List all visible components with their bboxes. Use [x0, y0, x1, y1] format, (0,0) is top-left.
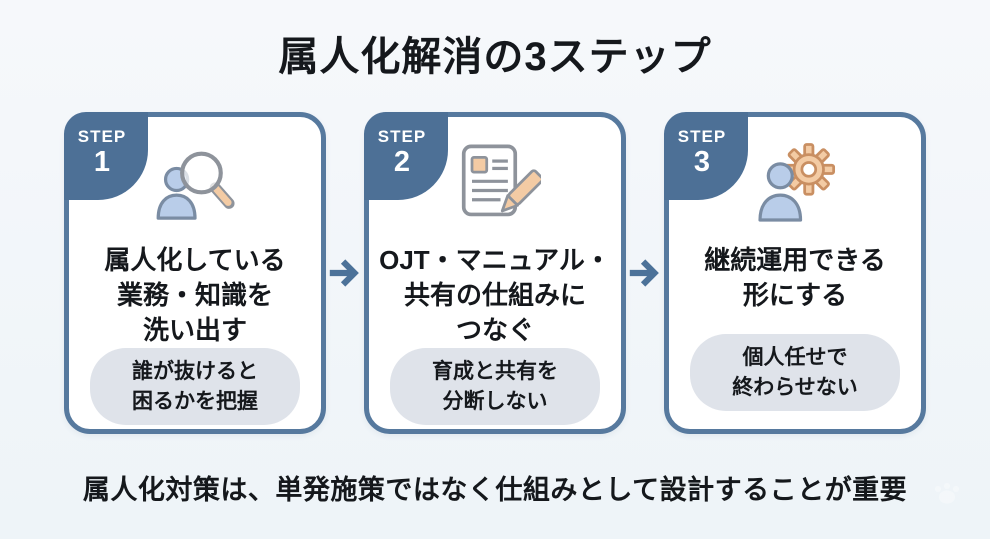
step-card-1: STEP 1 属人化している 業務・知識を 洗い出す 誰が抜けると 困るかを把握: [64, 112, 326, 434]
step-heading: 属人化している 業務・知識を 洗い出す: [104, 245, 286, 346]
step-badge-number: 3: [693, 145, 711, 178]
person-gear-icon: [749, 139, 841, 231]
document-pencil-icon: [449, 139, 541, 231]
watermark: [932, 478, 962, 513]
step-badge-label: STEP: [77, 126, 127, 146]
steps-row: STEP 1 属人化している 業務・知識を 洗い出す 誰が抜けると 困るかを把握: [64, 112, 926, 434]
step-note-text: 個人任せで 終わらせない: [732, 346, 858, 399]
arrow-right-icon: [626, 112, 664, 434]
arrow-right-icon: [326, 112, 364, 434]
page-title: 属人化解消の3ステップ: [278, 35, 712, 79]
step-note-pill: 誰が抜けると 困るかを把握: [90, 348, 300, 426]
step-badge-label: STEP: [677, 126, 727, 146]
step-note-pill: 個人任せで 終わらせない: [690, 334, 900, 411]
step-note-text: 育成と共有を 分断しない: [432, 360, 558, 413]
step-badge-1: STEP 1: [64, 112, 148, 200]
step-badge-2: STEP 2: [364, 112, 448, 200]
step-badge-label: STEP: [377, 126, 427, 146]
step-heading: 継続運用できる 形にする: [704, 245, 886, 311]
step-badge-number: 2: [393, 145, 411, 178]
step-note-pill: 育成と共有を 分断しない: [390, 348, 600, 426]
step-heading: OJT・マニュアル・ 共有の仕組みに つなぐ: [379, 245, 611, 346]
step-card-2: STEP 2 OJT・マニュアル・ 共有の仕: [364, 112, 626, 434]
step-badge-3: STEP 3: [664, 112, 748, 200]
footer-note: 属人化対策は、単発施策ではなく仕組みとして設計することが重要: [82, 475, 908, 505]
person-magnifier-icon: [149, 139, 241, 231]
step-note-text: 誰が抜けると 困るかを把握: [132, 360, 258, 413]
step-card-3: STEP 3: [664, 112, 926, 434]
step-badge-number: 1: [93, 145, 111, 178]
